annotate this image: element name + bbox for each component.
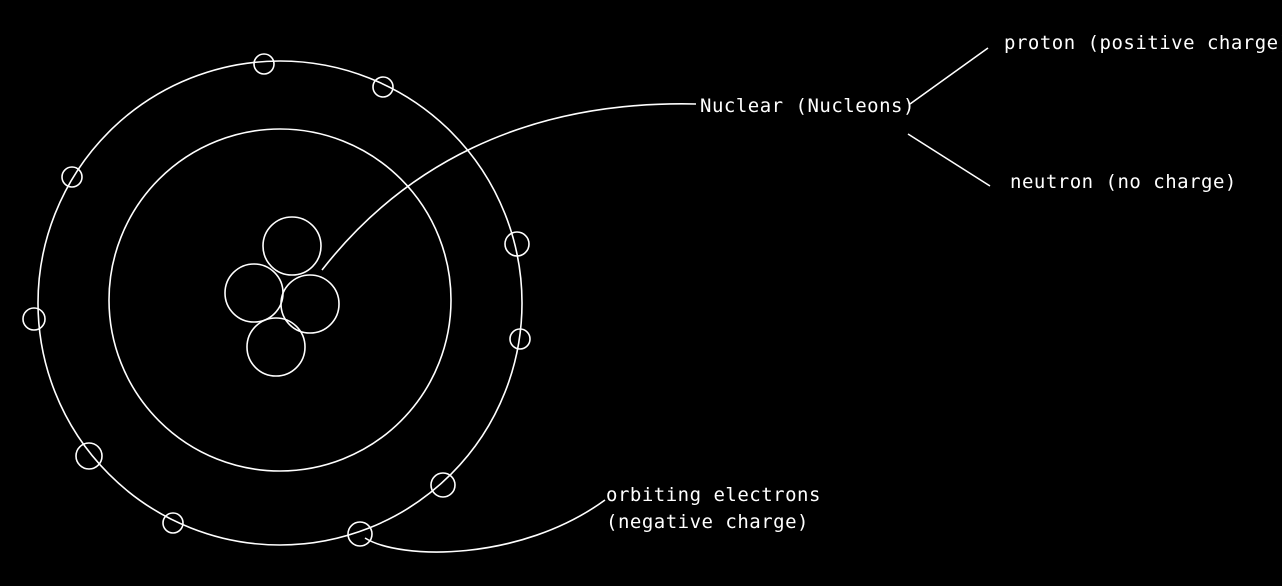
electron — [504, 231, 530, 257]
electrons-label-line1: orbiting electrons — [606, 484, 821, 506]
electron — [509, 328, 531, 350]
electrons-label-line2: (negative charge) — [606, 511, 809, 533]
neutron-label: neutron (no charge) — [1010, 171, 1237, 193]
nucleon-left — [224, 263, 284, 323]
nuclear-label: Nuclear (Nucleons) — [700, 95, 915, 117]
electron — [253, 53, 275, 75]
electron — [75, 442, 103, 470]
electron — [430, 472, 456, 498]
electron — [162, 512, 184, 534]
electron — [347, 521, 373, 547]
electron — [372, 76, 394, 98]
electron — [61, 166, 83, 188]
outer-orbit — [37, 60, 523, 546]
nucleon-right — [280, 274, 340, 334]
proton-label: proton (positive charge) — [1004, 32, 1282, 54]
nucleus-leader-line — [321, 103, 697, 271]
nucleon-bottom — [246, 317, 306, 377]
neutron-leader-line — [907, 133, 991, 187]
electrons-leader-line — [364, 499, 606, 553]
inner-orbit — [108, 128, 452, 472]
nucleus — [224, 216, 340, 377]
nucleon-top — [262, 216, 322, 276]
proton-leader-line — [909, 47, 989, 105]
electron — [22, 307, 46, 331]
electrons — [22, 53, 531, 547]
